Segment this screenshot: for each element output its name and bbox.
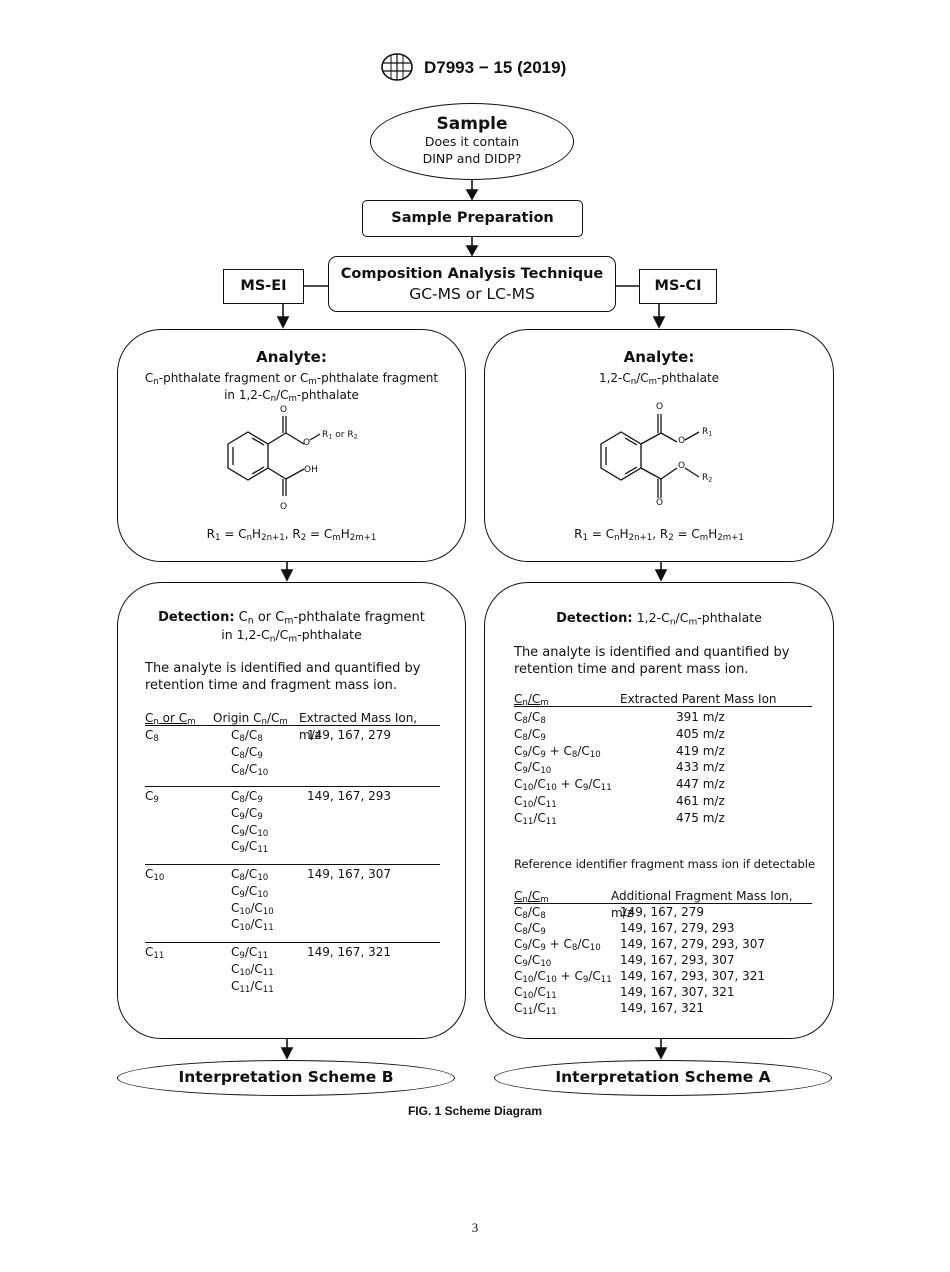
table-cell: 149, 167, 293, 307, 321 <box>620 969 766 983</box>
sample-node: Sample Does it contain DINP and DIDP? <box>370 103 574 180</box>
left-row-c: C8 <box>145 728 159 745</box>
left-row-ions: 149, 167, 293 <box>307 789 391 803</box>
left-detection-title: Detection: Cn or Cm-phthalate fragment i… <box>158 610 425 645</box>
left-analyte-formula: R1 = CnH2n+1, R2 = CmH2m+1 <box>206 527 377 544</box>
page-number: 3 <box>471 1220 479 1235</box>
left-detection-para-line2: retention time and fragment mass ion. <box>145 678 398 693</box>
table-cell: 391 m/z <box>676 710 725 724</box>
left-col-header-c: Cn or Cm <box>145 711 196 728</box>
right-struct-r1: R1 <box>702 427 713 438</box>
table-cell: 419 m/z <box>676 743 725 758</box>
left-detection-para-line1: The analyte is identified and quantified… <box>145 661 421 676</box>
left-col-header-ions: Extracted Mass Ion, m/z <box>299 711 418 742</box>
right-analyte-title: Analyte: <box>623 348 695 366</box>
left-row-ions: 149, 167, 279 <box>307 728 391 742</box>
table-cell: 447 m/z <box>676 777 725 792</box>
left-struct-r-label: R1 or R2 <box>322 430 358 441</box>
right-detection-paragraph: The analyte is identified and quantified… <box>514 644 789 678</box>
table-cell: 405 m/z <box>676 726 725 741</box>
interpretation-scheme-b-node: Interpretation Scheme B <box>117 1060 455 1096</box>
right-detection-label: Detection: <box>556 611 633 626</box>
table-cell: 149, 167, 307, 321 <box>620 985 735 999</box>
left-struct-oh: OH <box>304 465 318 475</box>
table-cell: 149, 167, 279, 293 <box>620 921 735 935</box>
figure-caption: FIG. 1 Scheme Diagram <box>407 1104 543 1118</box>
left-analyte-title: Analyte: <box>256 348 327 366</box>
composition-subtitle: GC-MS or LC-MS <box>409 285 535 303</box>
left-analyte-desc: Cn-phthalate fragment or Cm-phthalate fr… <box>144 371 439 404</box>
right-detection-panel: Detection: 1,2-Cn/Cm-phthalate The analy… <box>484 582 834 1039</box>
sample-preparation-node: Sample Preparation <box>362 200 583 237</box>
ms-ci-node: MS-CI <box>639 269 717 304</box>
left-row-ions: 149, 167, 307 <box>307 867 391 881</box>
table-cell: 433 m/z <box>676 760 725 775</box>
left-phthalate-fragment-structure <box>227 416 321 496</box>
left-detection-label: Detection: <box>158 610 235 625</box>
left-struct-o-ester: O <box>303 438 311 448</box>
right-table2-col-ion: Additional Fragment Mass Ion, m/z <box>611 889 793 920</box>
left-struct-o-bottom: O <box>280 502 288 512</box>
table-cell: 149, 167, 293, 307 <box>620 953 735 967</box>
astm-logo <box>380 52 414 82</box>
left-row-c: C11 <box>145 945 165 962</box>
right-struct-o2: O <box>678 461 686 471</box>
right-table2-ion-col: 149, 167, 279 149, 167, 279, 293 149, 16… <box>620 904 765 1016</box>
table-cell: 149, 167, 321 <box>620 1001 704 1015</box>
right-struct-r2: R2 <box>702 473 713 484</box>
right-reference-note: Reference identifier fragment mass ion i… <box>514 857 816 871</box>
right-table1-col-cn: Cn/Cm <box>514 692 549 709</box>
right-table2-col-cn: Cn/Cm <box>514 889 549 906</box>
right-struct-o1: O <box>678 436 686 446</box>
table-cell: 149, 167, 279 <box>620 905 704 919</box>
right-detection-title: Detection: 1,2-Cn/Cm-phthalate <box>556 610 762 628</box>
right-analyte-formula: R1 = CnH2n+1, R2 = CmH2m+1 <box>574 527 744 544</box>
right-phthalate-diester-structure <box>600 414 700 498</box>
left-row-ions: 149, 167, 321 <box>307 945 391 959</box>
left-detection-panel: Detection: Cn or Cm-phthalate fragment i… <box>117 582 466 1039</box>
right-detection-para-line2: retention time and parent mass ion. <box>514 662 749 677</box>
sample-question-line2: DINP and DIDP? <box>422 150 522 166</box>
left-row-c: C9 <box>145 789 159 806</box>
right-table1-ion-col: 391 m/z 405 m/z 419 m/z 433 m/z 447 m/z … <box>676 709 725 827</box>
table-cell: 149, 167, 279, 293, 307 <box>620 937 766 951</box>
sample-question-line1: Does it contain <box>424 134 520 149</box>
right-struct-o-top: O <box>656 402 664 412</box>
right-analyte-panel: Analyte: 1,2-Cn/Cm-phthalate O O R1 O R2… <box>484 329 834 562</box>
right-table1-col-ion: Extracted Parent Mass Ion <box>620 692 777 706</box>
right-detection-para-line1: The analyte is identified and quantified… <box>514 645 790 660</box>
table-cell: 461 m/z <box>676 793 725 808</box>
left-col-header-origin: Origin Cn/Cm <box>213 711 288 728</box>
left-detection-paragraph: The analyte is identified and quantified… <box>145 660 420 694</box>
left-row-c: C10 <box>145 867 165 884</box>
right-analyte-desc: 1,2-Cn/Cm-phthalate <box>598 371 720 388</box>
document-id: D7993 − 15 (2019) <box>424 58 567 77</box>
left-analyte-panel: Analyte: Cn-phthalate fragment or Cm-pht… <box>117 329 466 562</box>
interpretation-scheme-a-node: Interpretation Scheme A <box>494 1060 832 1096</box>
ms-ei-node: MS-EI <box>223 269 304 304</box>
right-struct-o-bottom: O <box>656 498 664 508</box>
sample-title: Sample <box>436 114 508 134</box>
composition-title: Composition Analysis Technique <box>340 266 604 282</box>
table-cell: 475 m/z <box>676 810 725 825</box>
composition-analysis-node: Composition Analysis Technique GC-MS or … <box>328 256 616 312</box>
left-struct-o-top: O <box>280 405 288 415</box>
